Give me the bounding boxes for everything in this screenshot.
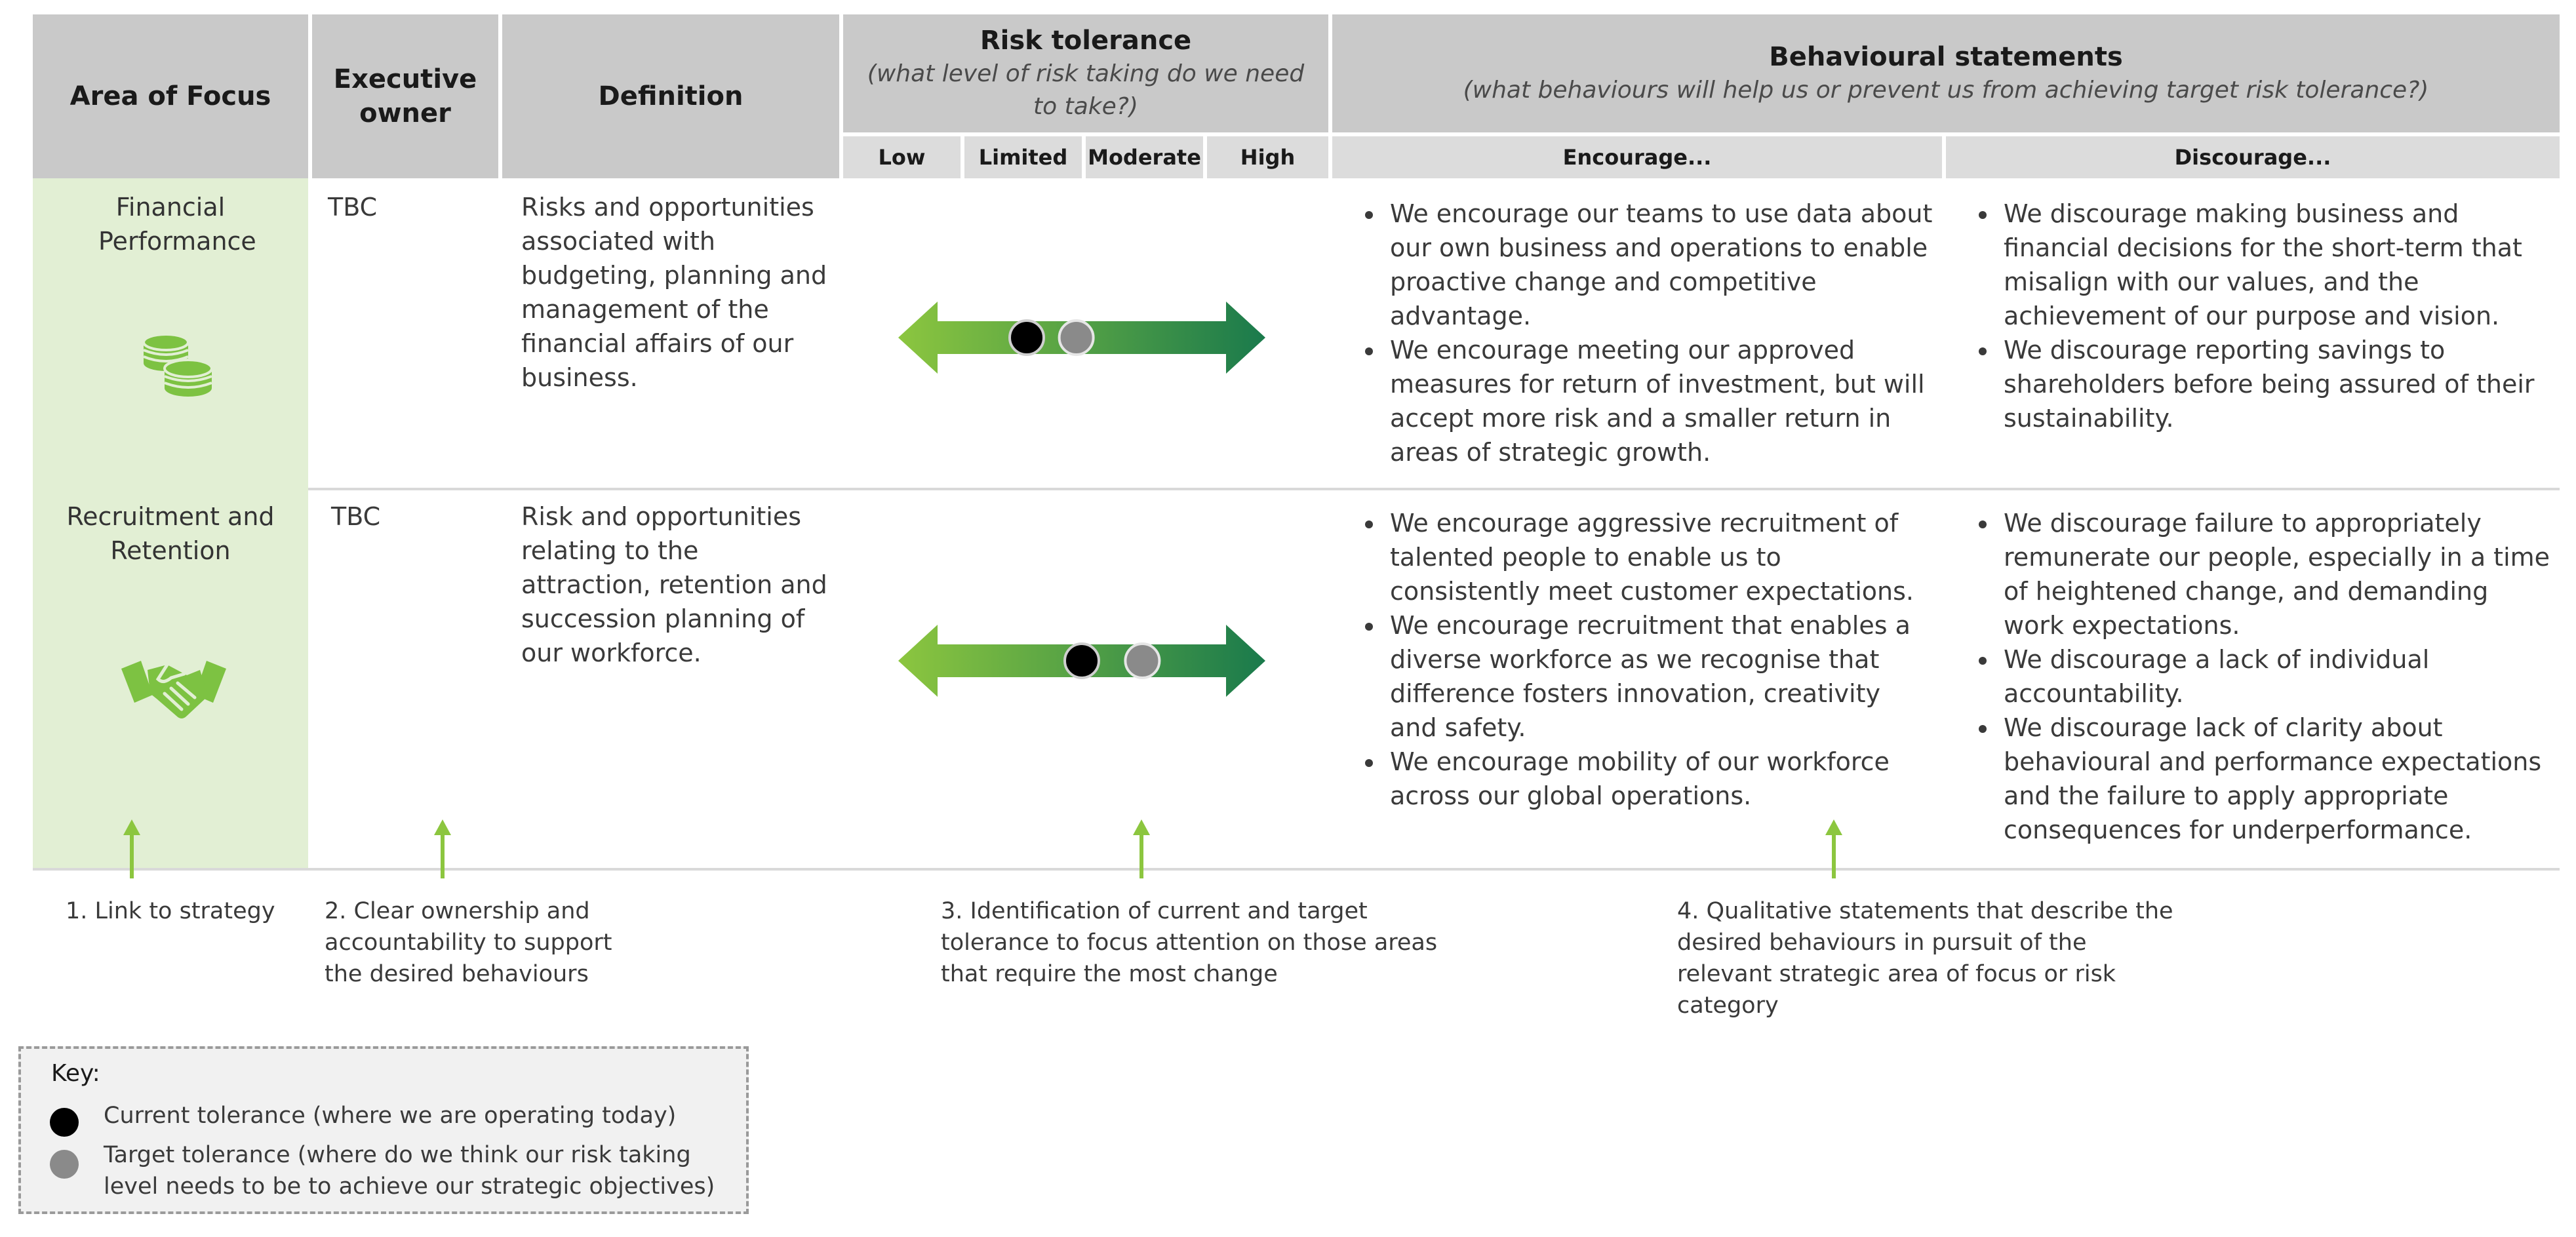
annotation-arrow-icon (434, 819, 451, 878)
risk-tolerance-title: Risk tolerance (980, 26, 1192, 56)
tolerance-level-label: Low (878, 145, 926, 170)
tolerance-arrow-financial (898, 302, 1265, 374)
tolerance-level-moderate: Moderate (1086, 136, 1203, 178)
handshake-icon (121, 661, 226, 718)
header-behavioural-statements: Behavioural statements (what behaviours … (1332, 14, 2560, 132)
header-definition-label: Definition (598, 81, 743, 111)
discourage-item: We discourage lack of clarity about beha… (1998, 711, 2554, 847)
target-tolerance-marker (1124, 642, 1161, 679)
legend-target-marker (50, 1150, 79, 1179)
discourage-item: We discourage failure to appropriately r… (1998, 506, 2554, 642)
discourage-label: Discourage... (2174, 145, 2331, 170)
legend-target-label: Target tolerance (where do we think our … (104, 1142, 715, 1200)
legend-key: Key: Current tolerance (where we are ope… (18, 1046, 749, 1214)
row-financial-discourage-list: We discourage making business and financ… (1951, 197, 2554, 435)
legend-current-marker (50, 1108, 79, 1137)
current-tolerance-marker (1063, 642, 1100, 679)
encourage-label: Encourage... (1562, 145, 1712, 170)
legend-current-label: Current tolerance (where we are operatin… (104, 1103, 677, 1129)
row-recruitment-owner: TBC (331, 502, 381, 531)
header-risk-tolerance: Risk tolerance (what level of risk takin… (843, 14, 1328, 132)
legend-key-title: Key: (51, 1060, 100, 1087)
table-bottom-border (33, 868, 2560, 871)
encourage-item: We encourage mobility of our workforce a… (1385, 745, 1934, 813)
encourage-item: We encourage meeting our approved measur… (1385, 333, 1934, 469)
behavioural-subtitle: (what behaviours will help us or prevent… (1463, 77, 2429, 104)
behavioural-title: Behavioural statements (1769, 42, 2123, 72)
row-financial-owner: TBC (328, 193, 378, 222)
target-tolerance-marker (1058, 319, 1095, 356)
header-area-of-focus: Area of Focus (33, 14, 308, 178)
header-executive-owner: Executive owner (312, 14, 498, 178)
annotation-arrow-icon (1133, 819, 1150, 878)
header-area-of-focus-label: Area of Focus (69, 81, 271, 111)
tolerance-level-high: High (1207, 136, 1328, 178)
discourage-item: We discourage making business and financ… (1998, 197, 2554, 333)
tolerance-level-low: Low (843, 136, 961, 178)
encourage-item: We encourage recruitment that enables a … (1385, 608, 1934, 745)
discourage-item: We discourage a lack of individual accou… (1998, 642, 2554, 711)
tolerance-level-label: Limited (978, 145, 1068, 170)
annotation-tolerance-identification: 3. Identification of current and target … (941, 898, 1438, 987)
discourage-item: We discourage reporting savings to share… (1998, 333, 2554, 435)
row-financial-area: Financial Performance (98, 193, 256, 256)
encourage-item: We encourage our teams to use data about… (1385, 197, 1934, 333)
risk-tolerance-subtitle: (what level of risk taking do we need to… (867, 60, 1305, 120)
row-divider (308, 488, 2560, 490)
tolerance-arrow-recruitment (898, 625, 1265, 697)
header-executive-owner-label: Executive owner (333, 64, 477, 128)
tolerance-level-label: High (1240, 145, 1296, 170)
focus-column-background (33, 178, 308, 869)
current-tolerance-marker (1008, 319, 1045, 356)
annotation-qualitative-statements: 4. Qualitative statements that describe … (1677, 898, 2173, 1019)
encourage-item: We encourage aggressive recruitment of t… (1385, 506, 1934, 608)
annotation-clear-ownership: 2. Clear ownership and accountability to… (325, 898, 612, 987)
row-recruitment-definition: Risk and opportunities relating to the a… (521, 502, 827, 667)
tolerance-level-limited: Limited (964, 136, 1082, 178)
annotation-arrow-icon (1825, 819, 1842, 878)
row-recruitment-area: Recruitment and Retention (66, 502, 275, 565)
coins-icon (142, 333, 213, 397)
header-discourage: Discourage... (1946, 136, 2560, 178)
row-financial-definition: Risks and opportunities associated with … (521, 193, 827, 392)
header-definition: Definition (502, 14, 839, 178)
row-recruitment-encourage-list: We encourage aggressive recruitment of t… (1338, 506, 1934, 813)
annotation-link-to-strategy: 1. Link to strategy (66, 898, 275, 924)
row-financial-encourage-list: We encourage our teams to use data about… (1338, 197, 1934, 469)
row-recruitment-discourage-list: We discourage failure to appropriately r… (1951, 506, 2554, 847)
header-encourage: Encourage... (1332, 136, 1942, 178)
annotation-arrow-icon (123, 819, 140, 878)
tolerance-level-label: Moderate (1088, 145, 1201, 170)
